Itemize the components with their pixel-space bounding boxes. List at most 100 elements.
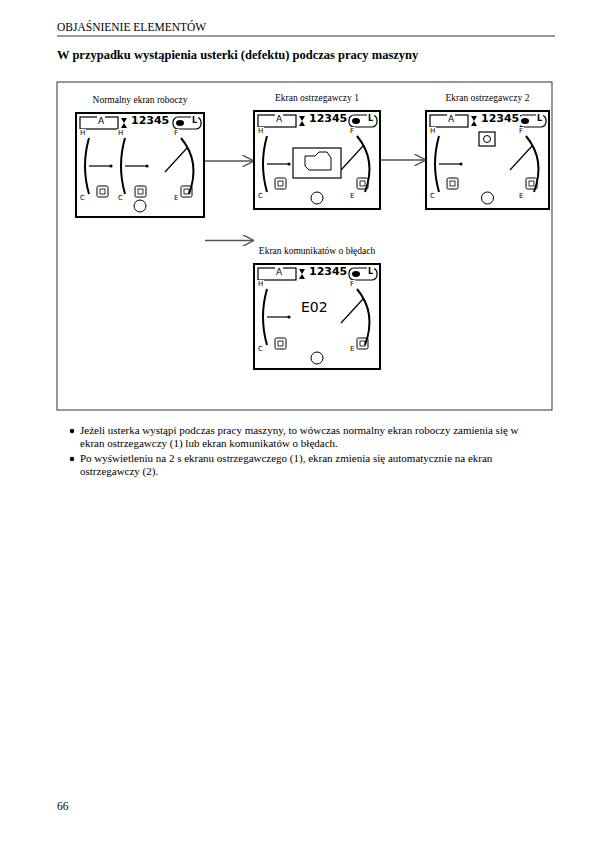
warning-frame	[293, 148, 341, 178]
indicator-glyph	[360, 181, 365, 186]
screen-art	[77, 114, 203, 216]
screen-readout: A	[447, 114, 455, 124]
needle-pivot	[287, 162, 290, 165]
gauge-needle	[89, 165, 111, 166]
oil-icon	[482, 192, 494, 204]
screen-readout: L	[367, 267, 374, 276]
bullet-dot	[70, 457, 74, 461]
indicator-glyph	[450, 181, 455, 186]
gauge-needle	[341, 299, 363, 323]
screen-readout: 12345	[130, 115, 170, 128]
needle-pivot	[287, 315, 290, 318]
indicator-glyph	[278, 181, 283, 186]
screen-art	[427, 112, 548, 208]
gauge-needle	[125, 165, 147, 166]
screen-readout: 12345	[308, 266, 348, 279]
indicator-glyph	[138, 189, 143, 194]
mode-box	[258, 268, 296, 280]
indicator-icon	[526, 178, 537, 189]
engine-warning-icon	[305, 152, 331, 170]
gauge-arc	[357, 136, 370, 192]
screen-art	[255, 112, 379, 208]
screen-readout: F	[518, 127, 524, 135]
gauge-arc	[121, 138, 125, 194]
indicator-glyph	[100, 189, 105, 194]
bullet-text: Jeżeli usterka wystąpi podczas pracy mas…	[80, 424, 530, 449]
indicator-icon	[357, 338, 368, 349]
flow-arrow	[205, 240, 253, 241]
indicator-icon	[135, 186, 146, 197]
indicator-glyph	[278, 341, 283, 346]
screen-caption: Ekran ostrzegawczy 2	[446, 93, 530, 104]
gauge-needle	[165, 148, 187, 172]
needle-pivot	[109, 164, 112, 167]
screen-readout: C	[117, 194, 124, 202]
screen-readout: 12345	[308, 113, 348, 126]
screen-readout: L	[367, 114, 374, 123]
header-rule	[57, 36, 555, 37]
screen-caption: Ekran ostrzegawczy 1	[275, 93, 359, 104]
needle-pivot	[459, 162, 462, 165]
screen-readout: H	[117, 129, 124, 137]
screen-readout: C	[429, 192, 436, 200]
screen-art	[255, 265, 379, 368]
oil-icon	[311, 352, 323, 364]
gauge-arc	[357, 289, 370, 345]
gauge-needle	[510, 146, 532, 170]
gauge-needle	[341, 146, 363, 170]
speed-glyph	[352, 271, 360, 277]
bullet-dot	[70, 429, 74, 433]
screen-readout: F	[349, 127, 355, 135]
flow-arrow	[205, 160, 253, 161]
screen-readout: F	[173, 129, 179, 137]
gauge-arc	[263, 136, 267, 192]
speed-icon	[349, 115, 377, 127]
indicator-glyph	[184, 189, 189, 194]
gauge-needle	[267, 163, 289, 164]
indicator-icon	[181, 186, 192, 197]
screen-readout: H	[429, 127, 436, 135]
screen-readout: C	[257, 345, 264, 353]
gauge-arc	[263, 289, 267, 345]
screen-readout: F	[349, 280, 355, 288]
mode-box	[80, 117, 118, 129]
screen-readout: 12345	[480, 113, 520, 126]
indicator-glyph	[360, 341, 365, 346]
section-heading: W przypadku wystąpienia usterki (defektu…	[57, 48, 418, 62]
flow-arrow	[381, 159, 425, 160]
screen-readout: H	[257, 127, 264, 135]
screen-readout: E	[349, 192, 355, 200]
hourglass-icon	[471, 116, 477, 126]
speed-icon	[173, 117, 201, 129]
screen-caption: Normalny ekran roboczy	[93, 95, 188, 106]
page-number: 66	[57, 800, 69, 813]
indicator-glyph	[529, 181, 534, 186]
screen-readout: A	[275, 114, 283, 124]
display-screen: Ekran ostrzegawczy 2A12345LHCFE	[425, 110, 550, 210]
indicator-icon	[97, 186, 108, 197]
hourglass-icon	[121, 118, 127, 128]
bullet-text: Po wyświetleniu na 2 s ekranu ostrzegawc…	[80, 452, 530, 477]
display-screen: Normalny ekran roboczyA12345LHCHCFE	[75, 112, 205, 218]
figure-frame	[57, 82, 552, 410]
hourglass-icon	[299, 116, 305, 126]
screen-readout: A	[97, 116, 105, 126]
screen-readout: H	[257, 280, 264, 288]
screen-readout: L	[191, 116, 198, 125]
oil-icon	[134, 200, 146, 212]
screen-readout: L	[536, 114, 543, 123]
screen-readout: H	[79, 129, 86, 137]
indicator-icon	[447, 178, 458, 189]
screen-readout: E	[173, 194, 179, 202]
indicator-icon	[357, 178, 368, 189]
display-screen: Ekran ostrzegawczy 1A12345LHCFE	[253, 110, 381, 210]
warning-icon	[479, 132, 495, 146]
mode-box	[430, 115, 468, 127]
oil-icon	[311, 192, 323, 204]
gauge-needle	[267, 316, 289, 317]
speed-glyph	[352, 118, 360, 124]
speed-glyph	[176, 120, 184, 126]
gauge-arc	[435, 136, 439, 192]
screen-readout: A	[275, 267, 283, 277]
